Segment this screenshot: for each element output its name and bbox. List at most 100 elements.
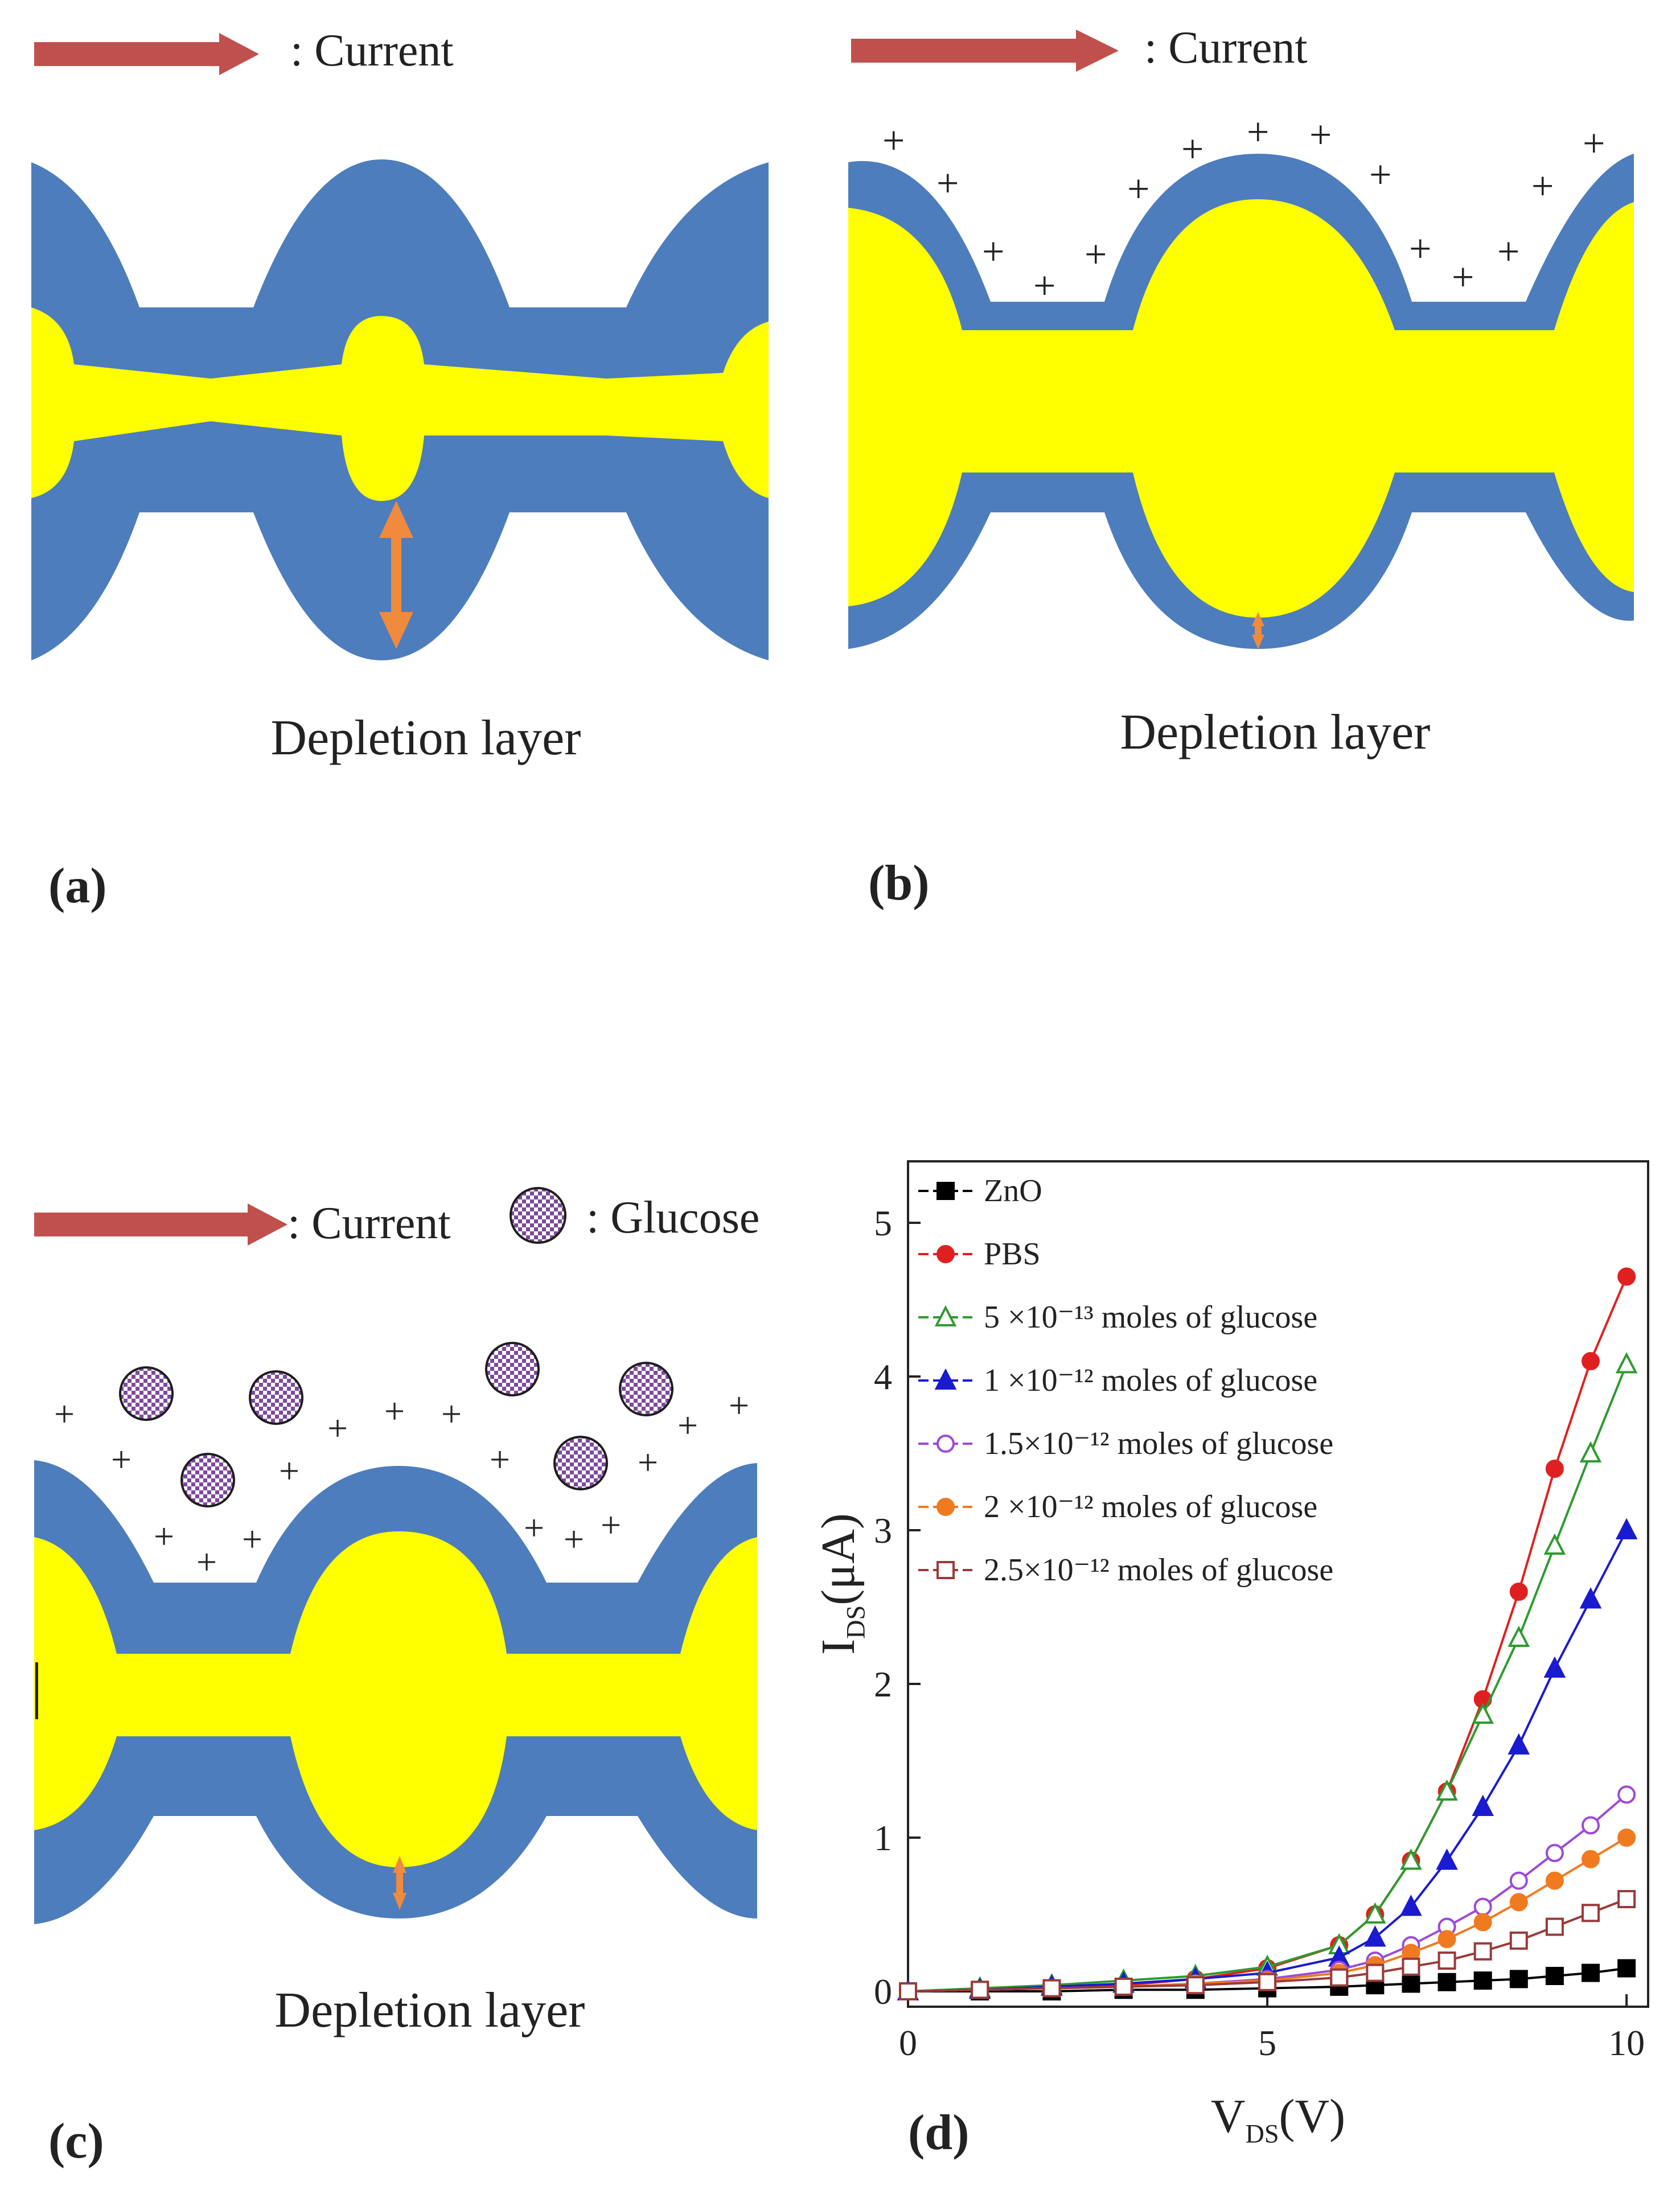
legend-marker	[934, 1368, 957, 1390]
plus-icon: +	[1181, 128, 1203, 171]
data-point	[1186, 1976, 1205, 1995]
current-legend-label: : Current	[1144, 23, 1308, 73]
data-point	[1617, 1785, 1636, 1804]
legend-item: 5 ×10⁻¹³ moles of glucose	[918, 1300, 1317, 1335]
glucose-molecule-icon	[619, 1362, 673, 1416]
data-point	[1258, 1973, 1277, 1991]
panel-label: (c)	[48, 2114, 104, 2169]
y-tick-label: 0	[874, 1971, 892, 2012]
legend-marker	[936, 1245, 955, 1263]
right-arrow-icon	[34, 33, 259, 75]
data-point	[1509, 1871, 1528, 1890]
legend-label: 1.5×10⁻¹² moles of glucose	[984, 1426, 1333, 1461]
data-point	[1509, 1931, 1528, 1950]
data-point	[1582, 1963, 1600, 1982]
data-point	[1617, 1959, 1636, 1978]
plus-icon: +	[441, 1394, 462, 1434]
chart-legend: ZnO PBS 5 ×10⁻¹³ moles of glucose 1 ×10⁻¹² …	[918, 1173, 1333, 1588]
data-point	[1579, 1441, 1602, 1462]
plus-icon: +	[1531, 165, 1554, 208]
glucose-molecule-icon	[119, 1366, 174, 1421]
panel-label: (b)	[868, 856, 930, 911]
plus-icon: +	[154, 1516, 174, 1556]
data-point	[1473, 1897, 1492, 1916]
panel-label: (d)	[908, 2105, 970, 2160]
double-arrow-icon	[379, 501, 413, 649]
glucose-legend-label: : Glucose	[586, 1193, 759, 1243]
data-point	[1509, 1583, 1528, 1601]
double-arrow-icon	[393, 1856, 406, 1910]
legend-item: 1.5×10⁻¹² moles of glucose	[918, 1426, 1333, 1461]
data-point	[1402, 1957, 1420, 1976]
legend-label: 1 ×10⁻¹² moles of glucose	[984, 1363, 1317, 1398]
data-point	[1579, 1587, 1602, 1609]
plus-icon: +	[882, 119, 905, 163]
plot-frame	[907, 1160, 1649, 2008]
plus-icon: +	[1247, 110, 1269, 154]
y-tick-label: 3	[874, 1510, 892, 1551]
data-point	[1617, 1829, 1636, 1847]
plus-icon: +	[384, 1391, 405, 1431]
conducting-channel	[34, 1531, 757, 1867]
legend-label: ZnO	[984, 1173, 1042, 1209]
data-point	[899, 1982, 917, 2000]
current-legend-a: : Current	[34, 26, 454, 76]
plus-icon: +	[564, 1519, 584, 1559]
nanostructure-a	[31, 159, 769, 660]
panel-label: (a)	[48, 858, 107, 914]
y-tick-label: 5	[874, 1203, 892, 1243]
data-point	[1543, 1656, 1566, 1678]
data-point	[1473, 1971, 1492, 1990]
data-point	[1437, 1973, 1456, 1991]
data-point	[1509, 1970, 1528, 1988]
right-arrow-icon	[851, 30, 1119, 72]
surface-charges: + + + + + + + + + + + + + + + +	[54, 1385, 749, 1582]
data-point	[1330, 1968, 1349, 1987]
plus-icon: +	[111, 1439, 132, 1480]
plus-icon: +	[1583, 122, 1605, 166]
data-point	[1582, 1904, 1600, 1922]
legend-marker	[934, 1305, 957, 1326]
data-point	[1582, 1352, 1600, 1370]
current-legend-b: : Current	[851, 23, 1308, 73]
data-point	[1472, 1702, 1494, 1724]
legend-item: PBS	[918, 1236, 1041, 1272]
nanostructure-b: + + + + + + + + + + + + + + +	[848, 110, 1634, 649]
legend-marker	[936, 1561, 955, 1579]
data-point	[1436, 1848, 1458, 1870]
depletion-layer-caption: Depletion layer	[1120, 705, 1431, 760]
panel-c: : Current : Glucose +	[34, 1187, 759, 2169]
glucose-legend: : Glucose	[510, 1187, 759, 1244]
data-point	[1437, 1930, 1456, 1949]
y-axis-label: IDS(μA)	[812, 1513, 870, 1655]
data-point	[1545, 1917, 1564, 1936]
data-point	[1543, 1533, 1566, 1555]
x-axis-label: VDS(V)	[1211, 2090, 1345, 2148]
glucose-molecule-icon	[553, 1436, 608, 1490]
legend-marker	[936, 1498, 955, 1516]
data-point	[1508, 1625, 1530, 1647]
data-point	[1615, 1352, 1638, 1374]
data-point	[971, 1981, 989, 1999]
series-7	[899, 1890, 1636, 2000]
x-tick-label: 10	[1608, 2023, 1645, 2063]
data-point	[1545, 1967, 1564, 1985]
y-tick-label: 1	[874, 1818, 892, 1858]
glucose-molecule-icon	[485, 1342, 540, 1396]
plus-icon: +	[677, 1405, 698, 1445]
data-point	[1472, 1794, 1494, 1816]
current-legend-label: : Current	[290, 26, 454, 76]
data-point	[1545, 1844, 1564, 1862]
y-tick-label: 2	[874, 1664, 892, 1704]
legend-label: 2 ×10⁻¹² moles of glucose	[984, 1489, 1317, 1525]
edge-mark	[35, 1662, 38, 1719]
plus-icon: +	[327, 1408, 348, 1448]
conducting-channel	[31, 307, 769, 501]
x-tick-label: 0	[899, 2023, 917, 2063]
plus-icon: +	[601, 1505, 621, 1545]
legend-marker	[936, 1435, 955, 1453]
data-point	[1364, 1925, 1386, 1947]
